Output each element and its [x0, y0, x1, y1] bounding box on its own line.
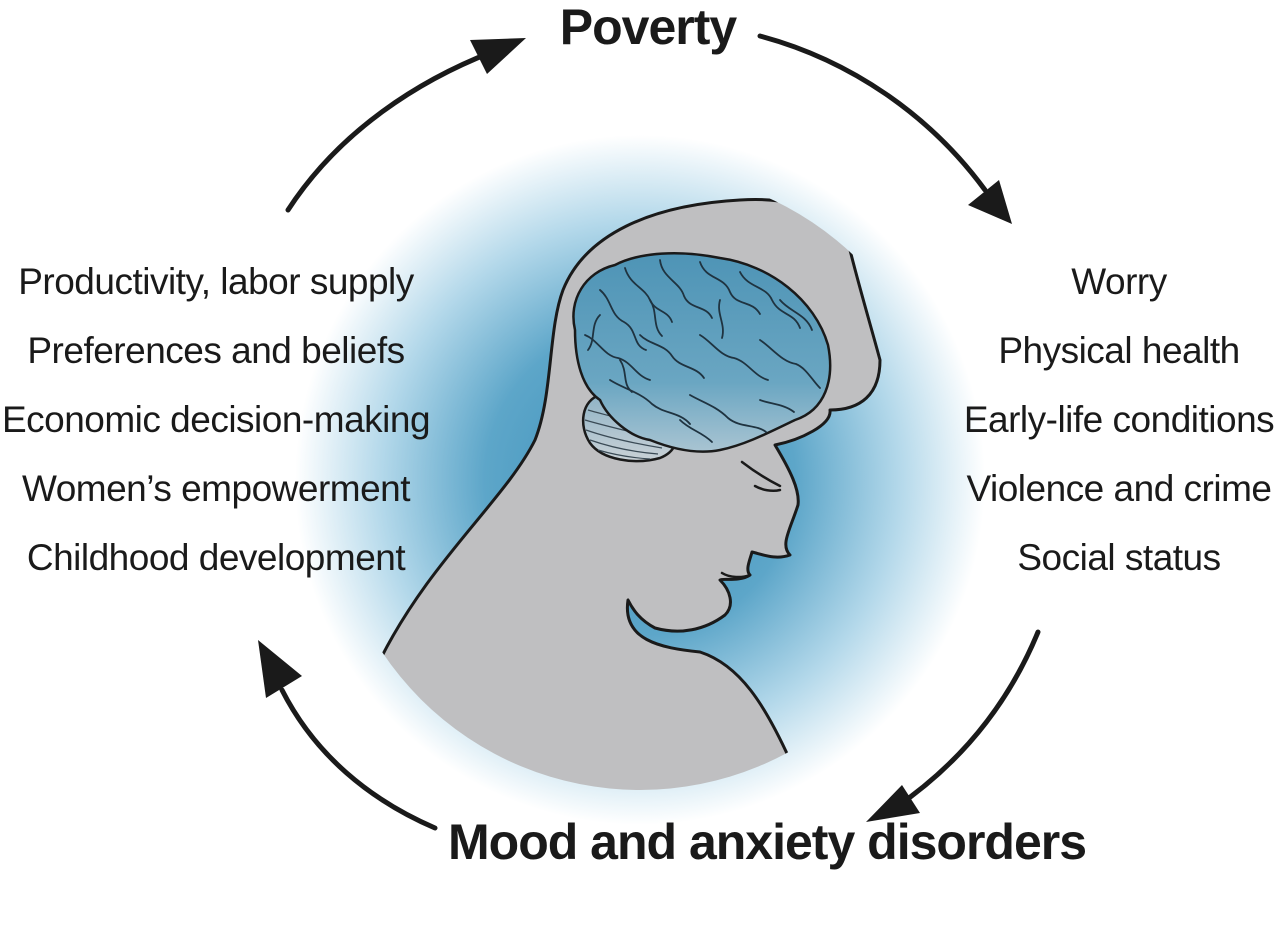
right-factor-item: Social status [1017, 537, 1221, 578]
mood-anxiety-node-title: Mood and anxiety disorders [448, 814, 1087, 870]
poverty-node-title: Poverty [559, 0, 737, 55]
right-factor-item: Worry [1071, 261, 1167, 302]
arrowheads [258, 38, 1012, 822]
left-factor-list: Productivity, labor supply Preferences a… [0, 247, 432, 592]
right-factor-list: Worry Physical health Early-life conditi… [958, 247, 1280, 592]
left-factor-item: Women’s empowerment [21, 468, 411, 509]
left-factor-item: Economic decision-making [1, 399, 431, 440]
brain-icon [572, 252, 832, 463]
left-factor-item: Preferences and beliefs [27, 330, 405, 371]
left-factor-item: Productivity, labor supply [18, 261, 414, 302]
right-factor-item: Physical health [998, 330, 1240, 371]
cycle-arrow-icon [279, 33, 1041, 831]
right-factor-item: Violence and crime [966, 468, 1273, 509]
face-details [720, 460, 782, 579]
left-factor-item: Childhood development [26, 537, 406, 578]
right-factor-item: Early-life conditions [963, 399, 1275, 440]
